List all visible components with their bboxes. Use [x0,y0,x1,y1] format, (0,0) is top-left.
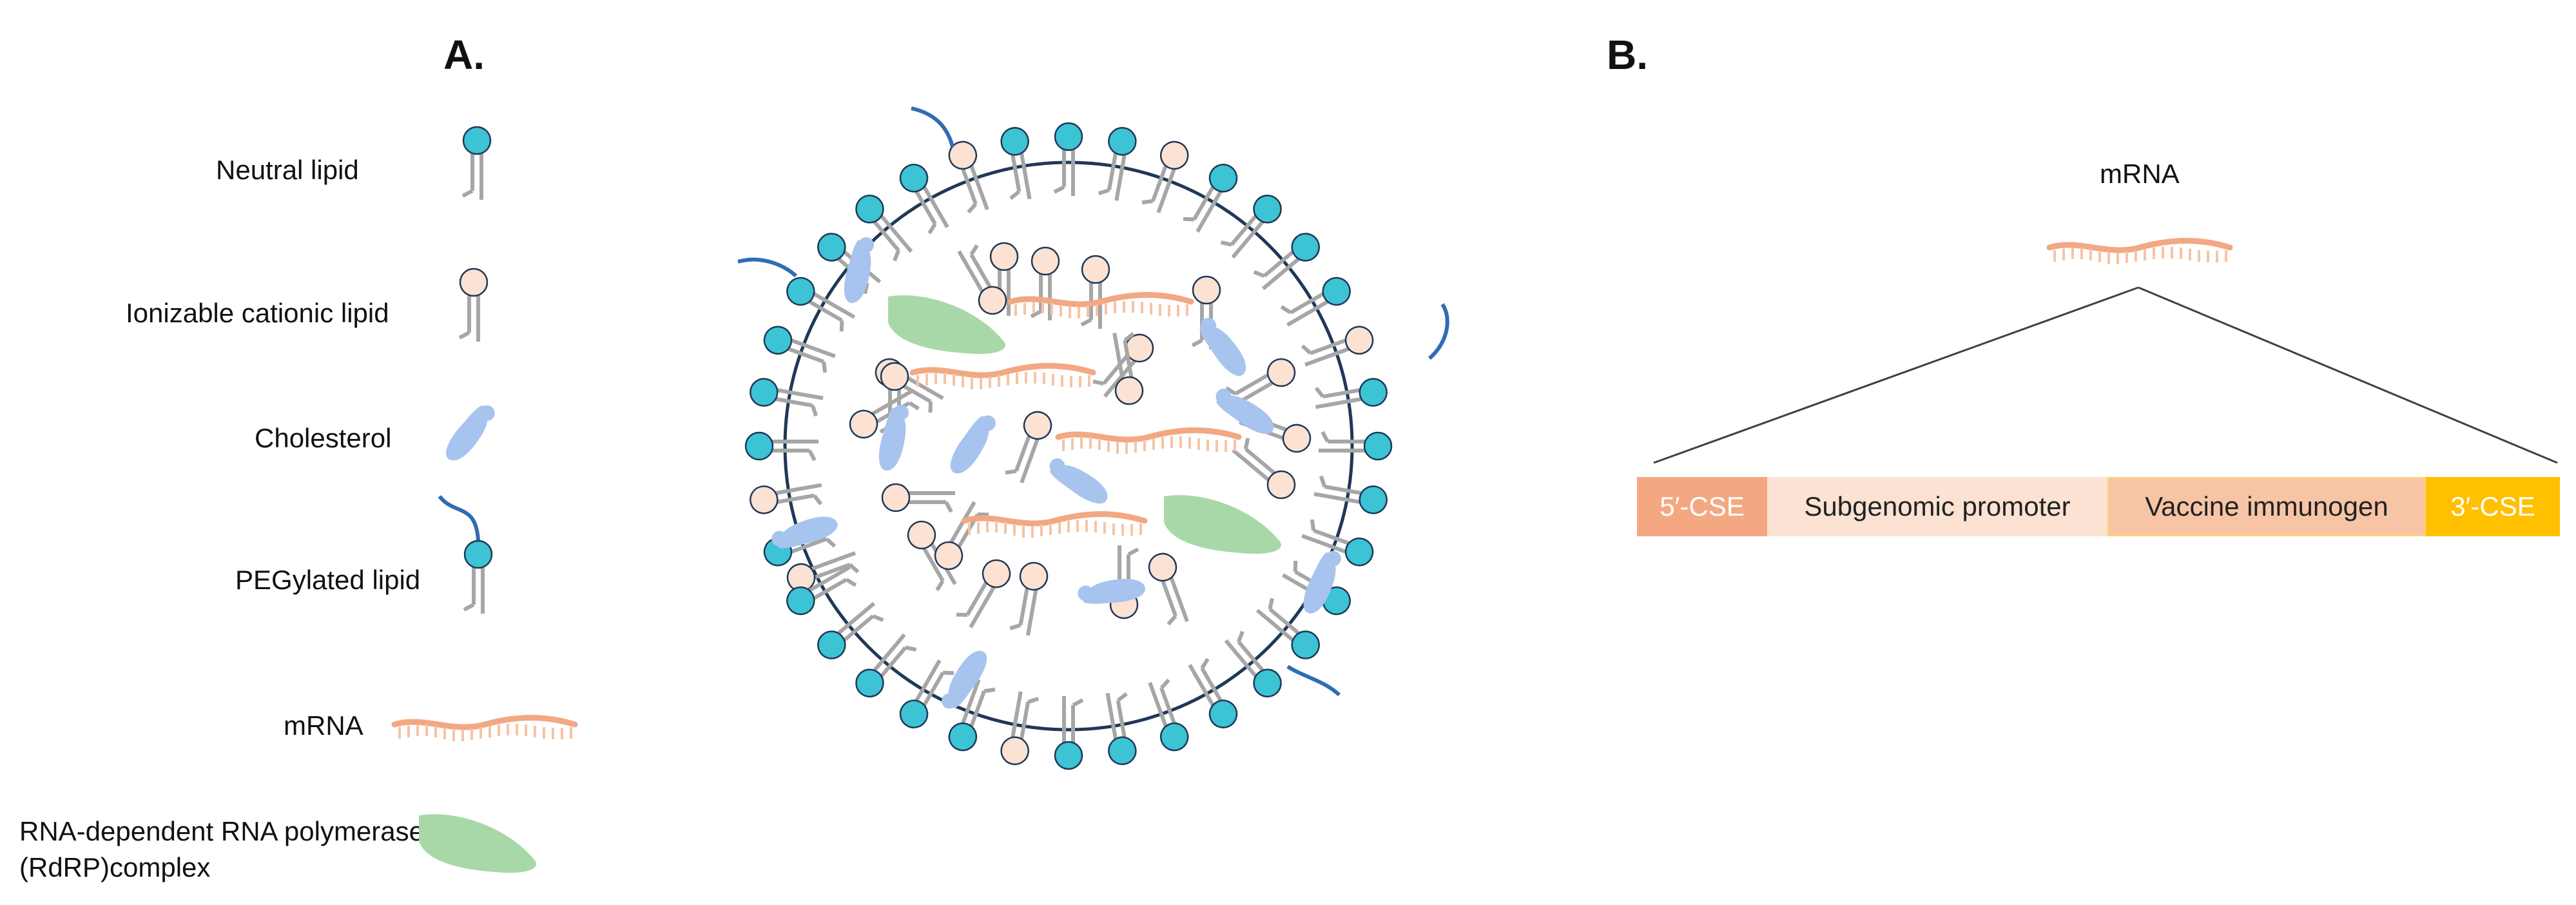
segment-5-cse-label: 5′-CSE [1660,491,1745,521]
panel-label-a: A. [443,32,485,78]
segment-subgenomic-promoter-label: Subgenomic promoter [1804,491,2071,521]
lipid-nanoparticle [737,106,1449,769]
legend-label-ionizable-lipid: Ionizable cationic lipid [126,298,389,328]
construct-title: mRNA [2100,159,2180,189]
legend-label-cholesterol: Cholesterol [255,423,392,453]
segment-vaccine-immunogen-label: Vaccine immunogen [2145,491,2388,521]
construct-mrna-icon [2049,241,2230,265]
lnp-cholesterols [768,237,1342,716]
legend-label-rdrp: RNA-dependent RNA polymerase (RdRP)compl… [19,816,424,882]
segment-subgenomic-promoter: Subgenomic promoter [1767,477,2107,536]
segment-5-cse: 5′-CSE [1637,477,1767,536]
neutral-lipid-icon [463,127,490,200]
legend-label-mrna: mRNA [284,710,363,741]
cholesterol-icon [442,396,498,469]
segment-3-cse-label: 3′-CSE [2450,491,2535,521]
rdrp-icon [419,814,536,873]
pegylated-lipid-icon [438,495,492,614]
lnp-peg-chains [737,106,1449,697]
construct-zoom-lines [1653,286,2558,464]
legend-label-pegylated-lipid: PEGylated lipid [235,565,421,595]
segment-3-cse: 3′-CSE [2426,477,2560,536]
mrna-icon [394,718,575,742]
segment-vaccine-immunogen: Vaccine immunogen [2107,477,2426,536]
panel-label-b: B. [1607,32,1648,78]
ionizable-lipid-icon [460,269,487,342]
legend-label-neutral-lipid: Neutral lipid [216,155,359,185]
lnp-membrane [783,161,1354,732]
